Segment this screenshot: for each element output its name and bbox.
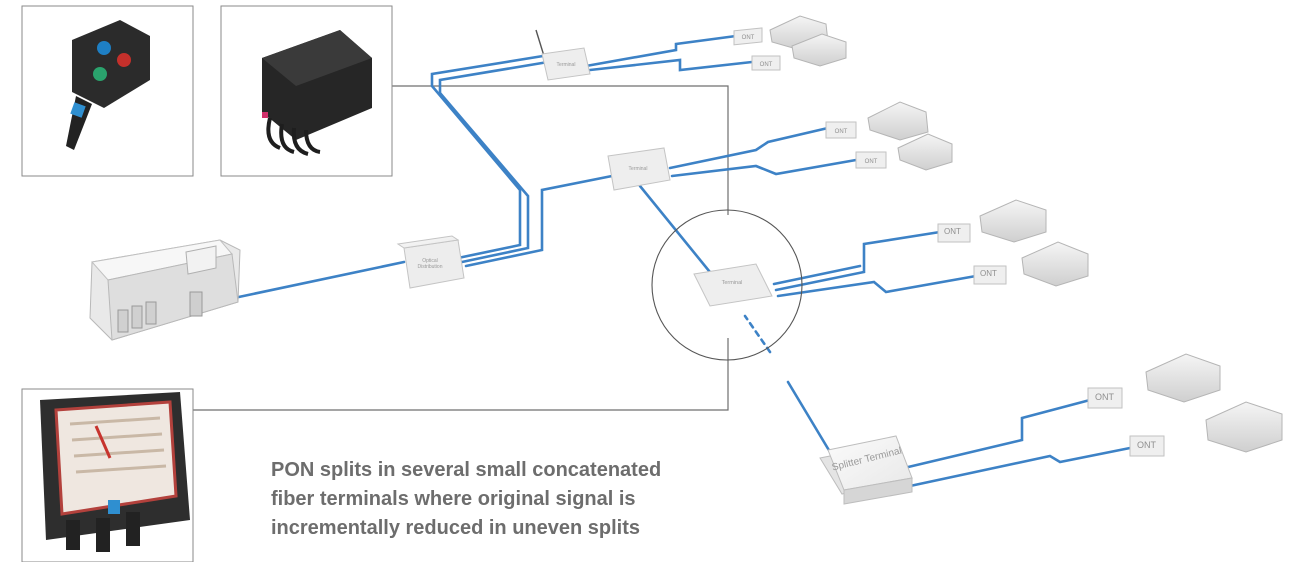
houses xyxy=(769,15,1283,453)
ont-label: ONT xyxy=(980,269,997,278)
svg-text:Terminal: Terminal xyxy=(629,166,648,172)
splitter-terminal-box xyxy=(819,435,913,505)
svg-text:ONT: ONT xyxy=(760,62,773,68)
caption-line: PON splits in several small concatenated xyxy=(271,459,662,481)
antenna-line xyxy=(535,29,545,57)
fiber-cables xyxy=(232,34,1132,488)
photo-splice-closure xyxy=(21,388,194,562)
ont-labels-small: ONT ONT ONT ONT xyxy=(742,35,878,165)
svg-text:Optical: Optical xyxy=(422,258,438,264)
svg-text:Distribution: Distribution xyxy=(417,264,442,270)
ont-label: ONT xyxy=(1137,440,1156,450)
caption-line: fiber terminals where original signal is xyxy=(271,488,636,510)
diagram-caption: PON splits in several small concatenated… xyxy=(271,456,791,543)
svg-text:ONT: ONT xyxy=(742,35,755,41)
highlight-circle xyxy=(651,209,803,361)
ont-label: ONT xyxy=(944,227,961,236)
splitter-box-circled: Terminal xyxy=(693,263,773,307)
callout-lines xyxy=(193,85,729,411)
splitter-box-2: Terminal xyxy=(607,147,671,191)
svg-text:ONT: ONT xyxy=(865,159,878,165)
central-office-building xyxy=(89,239,241,341)
ont-label: ONT xyxy=(1095,392,1114,402)
svg-text:Terminal: Terminal xyxy=(722,280,743,286)
splitter-box-top: Terminal xyxy=(541,47,591,81)
svg-text:Terminal: Terminal xyxy=(557,62,576,68)
svg-text:ONT: ONT xyxy=(835,129,848,135)
splitter-box-1: Optical Distribution xyxy=(396,235,465,289)
ont-boxes xyxy=(733,27,1165,457)
photo-terminal-device xyxy=(21,5,194,177)
caption-line: incrementally reduced in uneven splits xyxy=(271,517,641,539)
photo-multiport-device xyxy=(220,5,393,177)
